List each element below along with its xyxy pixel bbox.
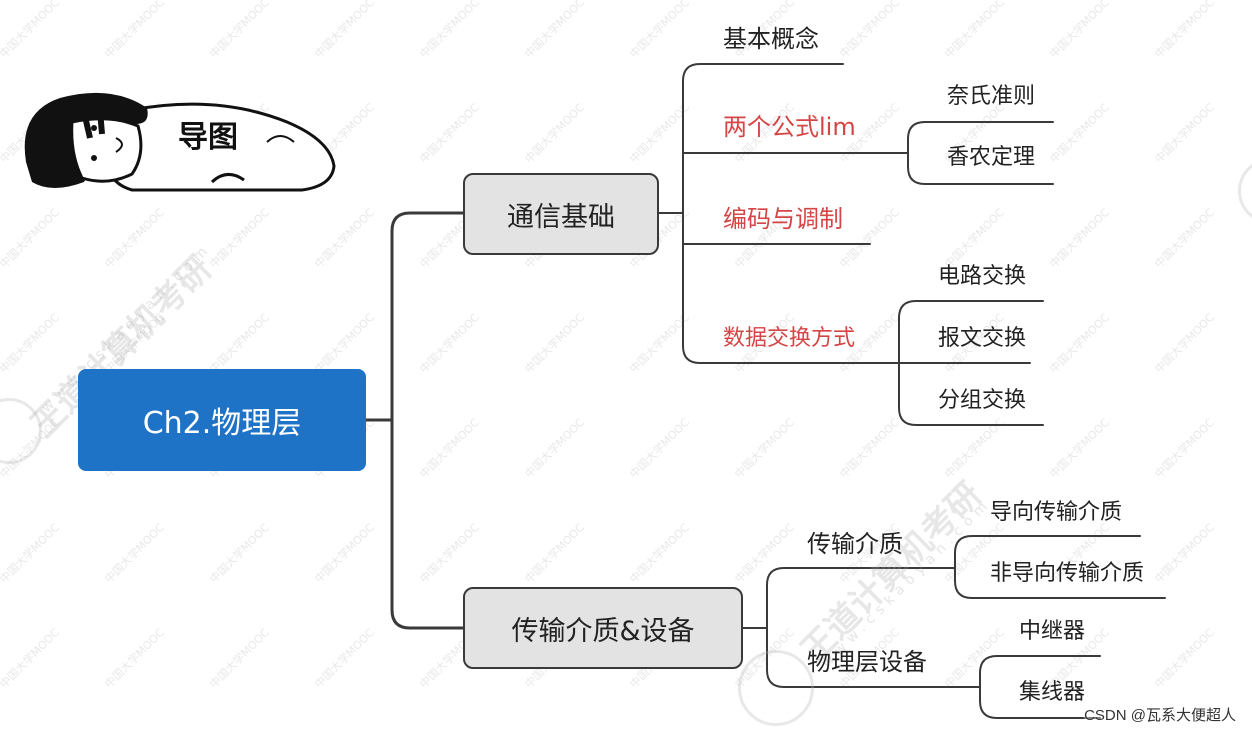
sleeping-kid-illustration xyxy=(24,92,336,192)
node-switching-methods[interactable]: 数据交换方式 xyxy=(723,326,856,351)
node-hub[interactable]: 集线器 xyxy=(1019,680,1086,705)
branch-comm-basics-label: 通信基础 xyxy=(507,201,615,233)
node-repeater[interactable]: 中继器 xyxy=(1019,619,1086,644)
node-circuit-switching[interactable]: 电路交换 xyxy=(938,264,1027,289)
branch-trans-media[interactable]: 传输介质&设备 xyxy=(463,587,743,669)
root-node-label: Ch2.物理层 xyxy=(142,406,302,441)
node-two-formulas[interactable]: 两个公式lim xyxy=(723,113,856,141)
branch-comm-basics[interactable]: 通信基础 xyxy=(463,173,659,255)
node-message-switching[interactable]: 报文交换 xyxy=(938,326,1027,351)
credit-watermark: CSDN @瓦系大便超人 xyxy=(1084,707,1236,724)
node-physical-devices[interactable]: 物理层设备 xyxy=(807,648,927,676)
node-nyquist[interactable]: 奈氏准则 xyxy=(947,84,1036,109)
node-guided-media[interactable]: 导向传输介质 xyxy=(990,500,1123,525)
node-shannon[interactable]: 香农定理 xyxy=(947,145,1036,170)
node-basic-concepts[interactable]: 基本概念 xyxy=(723,25,819,53)
sticker-label: 导图 xyxy=(178,120,238,155)
root-node[interactable]: Ch2.物理层 xyxy=(78,369,366,471)
node-transmission-media[interactable]: 传输介质 xyxy=(807,530,903,558)
node-coding-modulation[interactable]: 编码与调制 xyxy=(723,205,843,233)
node-unguided-media[interactable]: 非导向传输介质 xyxy=(990,561,1145,586)
branch-trans-media-label: 传输介质&设备 xyxy=(511,615,695,647)
node-packet-switching[interactable]: 分组交换 xyxy=(938,388,1027,413)
